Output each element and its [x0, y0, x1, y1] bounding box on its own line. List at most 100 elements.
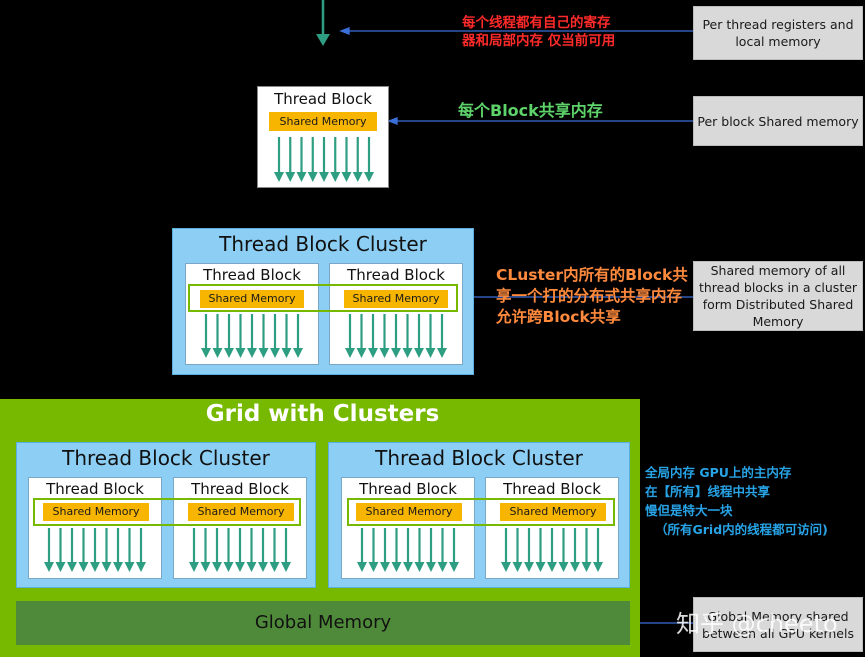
thread-arrow: [224, 314, 234, 358]
thread-arrow: [449, 528, 459, 572]
grid-title: Grid with Clusters: [205, 401, 440, 427]
thread-arrow: [368, 314, 378, 358]
thread-arrow: [212, 528, 222, 572]
thread-arrow: [246, 528, 257, 572]
thread-arrow: [380, 528, 390, 572]
shared-memory: Shared Memory: [344, 290, 448, 308]
shared-memory: Shared Memory: [269, 112, 377, 131]
side-label-cluster: Shared memory of all thread blocks in a …: [693, 261, 863, 331]
thread-block-cluster: Thread Block Cluster Thread Block Shared…: [328, 442, 630, 588]
thread-arrow: [200, 528, 211, 572]
thread-arrow: [235, 314, 246, 358]
distributed-shared-memory-outline: [188, 284, 458, 312]
thread-arrow: [296, 137, 307, 182]
thread-arrow: [285, 137, 296, 182]
thread-arrow: [55, 528, 66, 572]
thread-arrow: [235, 528, 245, 572]
thread-arrow: [368, 528, 379, 572]
thread-arrow: [341, 137, 352, 182]
thread-block: Thread Block Shared Memory: [341, 477, 475, 579]
note-global-line: 全局内存 GPU上的主内存: [645, 465, 792, 480]
thread-block: Thread Block Shared Memory: [257, 86, 389, 188]
thread-arrow: [124, 528, 135, 572]
thread-arrows-icon: [345, 314, 447, 358]
side-label-block: Per block Shared memory: [693, 96, 863, 146]
thread-arrow: [414, 528, 425, 572]
shared-memory: Shared Memory: [500, 503, 606, 521]
thread-arrow: [101, 528, 112, 572]
thread-arrow: [307, 137, 318, 182]
thread-arrow: [67, 528, 77, 572]
thread-arrow: [391, 528, 402, 572]
note-thread: 每个线程都有自己的寄存器和局部内存 仅当前可用: [462, 15, 616, 49]
thread-arrow: [223, 528, 234, 572]
thread-arrow: [293, 314, 303, 358]
thread-arrow: [570, 528, 580, 572]
thread-arrow: [281, 314, 292, 358]
cluster-title: Thread Block Cluster: [219, 232, 427, 256]
cluster-title: Thread Block Cluster: [62, 446, 270, 470]
thread-block: Thread Block Shared Memory: [185, 263, 319, 365]
thread-arrow: [356, 314, 367, 358]
thread-arrow: [414, 314, 424, 358]
thread-arrow: [581, 528, 592, 572]
thread-arrow: [352, 137, 363, 182]
thread-arrows-icon: [189, 528, 291, 572]
thread-arrow: [593, 528, 603, 572]
thread-arrow: [269, 528, 280, 572]
thread-arrow: [330, 137, 341, 182]
thread-arrows-icon: [274, 137, 374, 182]
note-cluster: CLuster内所有的Block共享一个打的分布式共享内存 允许跨Block共享: [496, 266, 688, 326]
thread-block-cluster: Thread Block Cluster Thread Block Shared…: [172, 228, 474, 375]
note-global-line: （所有Grid内的线程都可访问): [655, 522, 828, 537]
thread-arrow: [258, 314, 269, 358]
thread-arrow: [247, 314, 257, 358]
grid-with-clusters: Grid with Clusters Thread Block Cluster …: [0, 399, 640, 657]
thread-arrow: [403, 528, 413, 572]
thread-arrows-icon: [357, 528, 459, 572]
shared-memory: Shared Memory: [43, 503, 149, 521]
thread-arrow: [274, 137, 284, 182]
note-global-line: 慢但是特大一块: [645, 503, 733, 518]
thread-arrows-icon: [501, 528, 603, 572]
thread-arrow: [270, 314, 280, 358]
note-block: 每个Block共享内存: [458, 101, 603, 120]
thread-arrow: [535, 528, 546, 572]
thread-arrow: [345, 314, 355, 358]
thread-arrow: [364, 137, 374, 182]
thread-arrow: [281, 528, 291, 572]
thread-arrow: [201, 314, 211, 358]
thread-arrow: [212, 314, 223, 358]
thread-arrows-icon: [201, 314, 303, 358]
thread-block: Thread Block Shared Memory: [28, 477, 162, 579]
thread-arrows-icon: [44, 528, 146, 572]
thread-arrow: [258, 528, 268, 572]
thread-arrow: [113, 528, 123, 572]
thread-arrow: [426, 528, 436, 572]
shared-memory: Shared Memory: [356, 503, 462, 521]
thread-arrow: [547, 528, 557, 572]
thread-block-title: Thread Block: [347, 266, 445, 284]
distributed-shared-memory-outline: [347, 498, 615, 526]
thread-block-title: Thread Block: [191, 480, 289, 498]
thread-arrow: [512, 528, 523, 572]
thread-arrow: [558, 528, 569, 572]
thread-block: Thread Block Shared Memory: [173, 477, 307, 579]
distributed-shared-memory-outline: [33, 498, 301, 526]
shared-memory: Shared Memory: [188, 503, 294, 521]
thread-arrow: [437, 314, 447, 358]
thread-arrow: [44, 528, 54, 572]
thread-block: Thread Block Shared Memory: [485, 477, 619, 579]
thread-block-title: Thread Block: [359, 480, 457, 498]
note-global-line: 在【所有】线程中共享: [645, 484, 771, 499]
thread-block-title: Thread Block: [46, 480, 144, 498]
global-memory: Global Memory: [16, 601, 630, 645]
thread-arrow: [501, 528, 511, 572]
thread-block: Thread Block Shared Memory: [329, 263, 463, 365]
thread-arrow: [379, 314, 390, 358]
thread-arrow: [78, 528, 89, 572]
thread-arrow: [437, 528, 448, 572]
thread-block-cluster: Thread Block Cluster Thread Block Shared…: [16, 442, 316, 588]
thread-arrow: [391, 314, 401, 358]
